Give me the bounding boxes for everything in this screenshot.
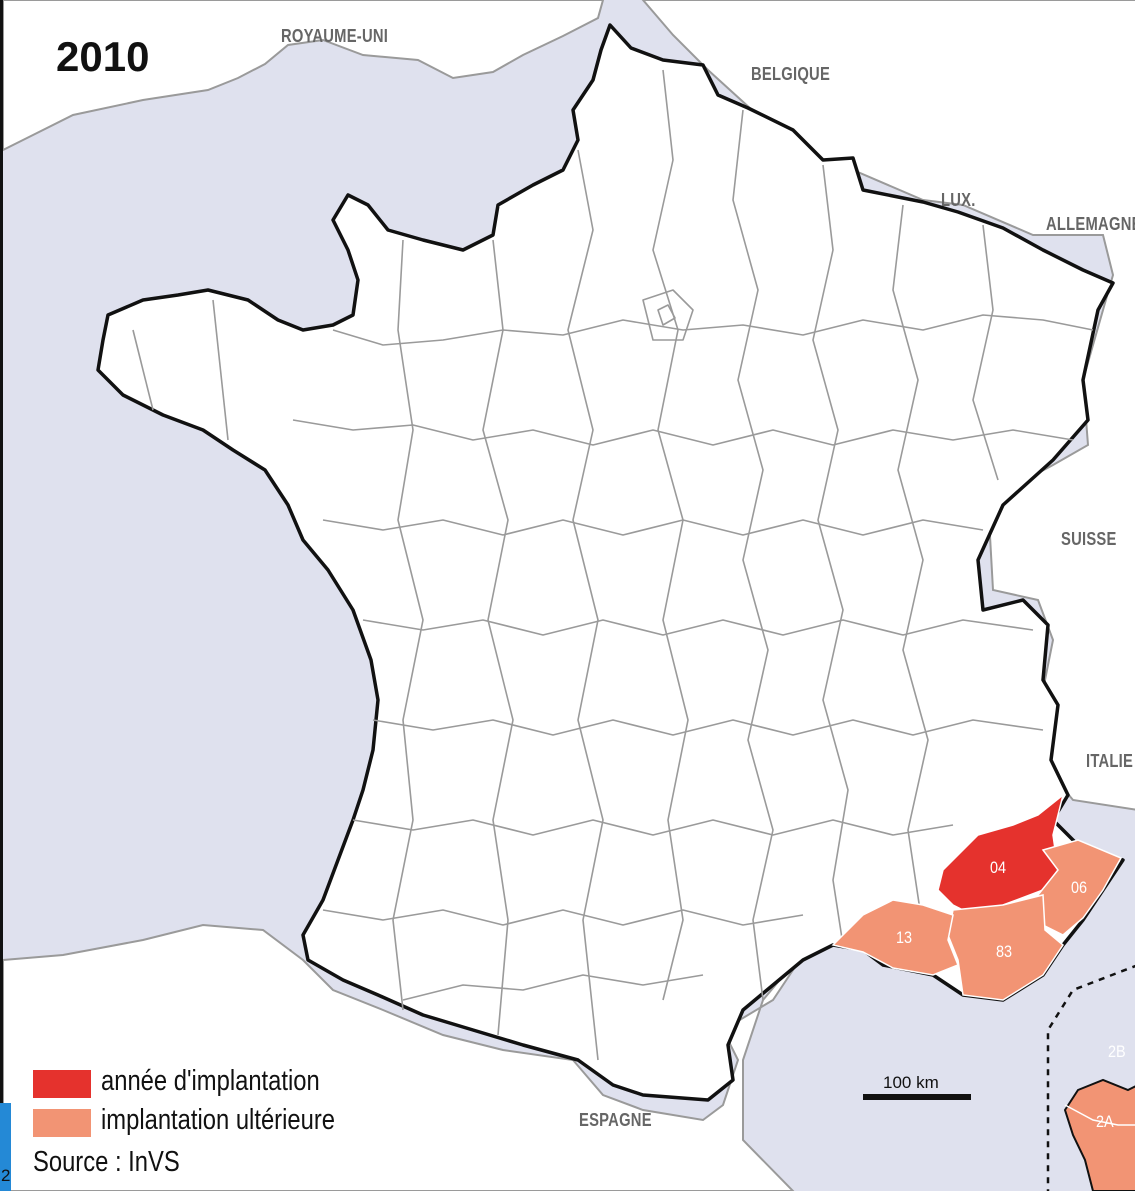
legend-label-implantation-year: année d'implantation [101,1065,320,1097]
scale-bar [863,1094,971,1100]
corsica-inset-frame [1046,964,1135,1191]
dept-06-area [1037,839,1123,936]
dept-13-area [831,899,959,976]
dept-label-06: 06 [1071,878,1088,897]
page-number: 2 [1,1166,11,1185]
label-royaume-uni: ROYAUME-UNI [281,26,389,46]
legend-swatch-orange [33,1109,91,1137]
corsica-dept-border [1064,1104,1135,1126]
dept-label-2a: 2A [1096,1112,1114,1131]
label-belgique: BELGIQUE [751,64,831,84]
dept-label-83: 83 [996,942,1013,961]
label-suisse: SUISSE [1061,529,1117,549]
page-edge-tab [0,1103,11,1191]
map-canvas [3,0,1135,1191]
source-credit: Source : InVS [33,1146,180,1178]
department-borders [132,69,1094,1061]
dept-label-2b: 2B [1108,1042,1126,1061]
dept-label-13: 13 [896,928,913,947]
label-allemagne: ALLEMAGNE [1046,214,1135,234]
legend-swatch-red [33,1070,91,1098]
france-outline [96,23,1125,1102]
corsica-area [1063,1078,1135,1191]
map-year: 2010 [40,23,173,91]
dept-label-04: 04 [990,858,1007,877]
legend-label-later-implantation: implantation ultérieure [101,1104,335,1136]
label-lux: LUX. [941,190,976,210]
spain-landmass [3,923,814,1191]
dept-83-area [947,894,1064,1001]
label-italie: ITALIE [1086,751,1134,771]
label-espagne: ESPAGNE [579,1110,652,1130]
scale-label: 100 km [883,1073,939,1092]
